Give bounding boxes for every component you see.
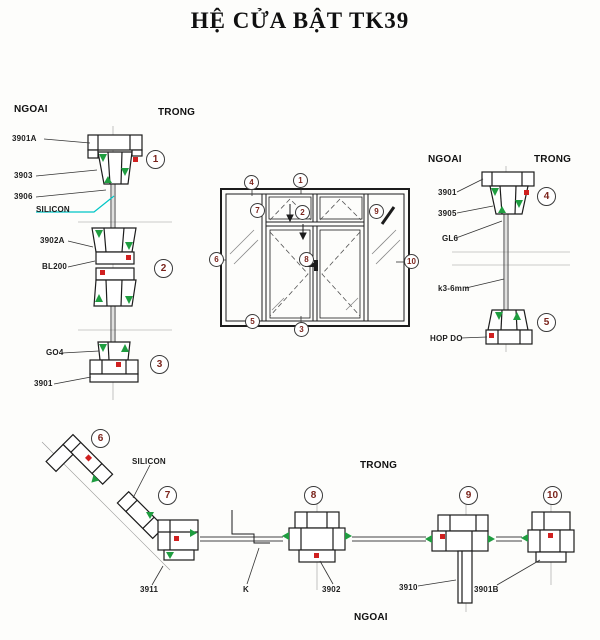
callout-K: K bbox=[243, 585, 249, 594]
label-outside-right: NGOAI bbox=[428, 154, 462, 165]
detail-9-section bbox=[431, 514, 489, 604]
detail-5-gaskets bbox=[495, 312, 521, 320]
callout-BL200: BL200 bbox=[42, 262, 68, 271]
detail-6-marker bbox=[85, 454, 93, 462]
callout-3905: 3905 bbox=[438, 209, 457, 218]
elev-ref-2: 2 bbox=[295, 205, 310, 220]
detail-ref-9: 9 bbox=[459, 486, 478, 505]
detail-ref-8: 8 bbox=[304, 486, 323, 505]
callout-GO4: GO4 bbox=[46, 348, 64, 357]
detail-9-gaskets bbox=[425, 535, 495, 543]
detail-10-section bbox=[527, 511, 575, 563]
callout-GL6: GL6 bbox=[442, 234, 459, 243]
glass-lines bbox=[110, 184, 522, 542]
detail-7-section bbox=[116, 490, 199, 561]
detail-9-marker bbox=[440, 534, 445, 539]
drawing-title: HỆ CỬA BẬT TK39 bbox=[190, 8, 410, 33]
callout-hop-do: HOP DO bbox=[430, 334, 463, 343]
detail-ref-7: 7 bbox=[158, 486, 177, 505]
detail-2-gaskets bbox=[95, 230, 133, 304]
callout-3901B: 3901B bbox=[474, 585, 499, 594]
elevation-arrows bbox=[286, 204, 396, 241]
detail-4-marker bbox=[524, 190, 529, 195]
detail-ref-3: 3 bbox=[150, 355, 169, 374]
elev-ref-5: 5 bbox=[245, 314, 260, 329]
elev-ref-6: 6 bbox=[209, 252, 224, 267]
detail-ref-4: 4 bbox=[537, 187, 556, 206]
elev-ref-8: 8 bbox=[299, 252, 314, 267]
detail-ref-6: 6 bbox=[91, 429, 110, 448]
callout-3911: 3911 bbox=[140, 585, 159, 594]
elev-ref-9: 9 bbox=[369, 204, 384, 219]
label-outside-bottom: NGOAI bbox=[354, 612, 388, 623]
callout-3906: 3906 bbox=[14, 192, 33, 201]
detail-6-gasket bbox=[91, 474, 100, 483]
detail-1-section bbox=[87, 134, 143, 185]
detail-8-gaskets bbox=[282, 532, 352, 540]
detail-ref-5: 5 bbox=[537, 313, 556, 332]
detail-3-marker bbox=[116, 362, 121, 367]
callout-3901A: 3901A bbox=[12, 134, 37, 143]
label-inside-top: TRONG bbox=[158, 107, 196, 118]
detail-3-section bbox=[89, 341, 139, 383]
detail-10-gasket bbox=[521, 534, 528, 542]
detail-8-marker bbox=[314, 553, 319, 558]
callout-silicon-bottom: SILICON bbox=[132, 457, 166, 466]
detail-1-gaskets bbox=[99, 154, 129, 183]
elev-ref-1: 1 bbox=[293, 173, 308, 188]
glazing-clip-k bbox=[231, 510, 270, 544]
glass-hatch bbox=[229, 229, 401, 311]
callout-3901-left: 3901 bbox=[34, 379, 53, 388]
detail-3-gaskets bbox=[99, 344, 129, 352]
label-inside-bottom: TRONG bbox=[360, 460, 398, 471]
detail-2-markers bbox=[100, 255, 131, 275]
label-outside-top: NGOAI bbox=[14, 104, 48, 115]
silicon-leader-cyan bbox=[36, 195, 115, 213]
callout-3902A: 3902A bbox=[40, 236, 65, 245]
callout-3901-right: 3901 bbox=[438, 188, 457, 197]
callout-3903: 3903 bbox=[14, 171, 33, 180]
callout-3902: 3902 bbox=[322, 585, 341, 594]
callout-glass-spec: k3-6mm bbox=[438, 284, 470, 293]
elev-ref-10: 10 bbox=[404, 254, 419, 269]
detail-10-marker bbox=[548, 533, 553, 538]
elev-ref-7: 7 bbox=[250, 203, 265, 218]
detail-ref-1: 1 bbox=[146, 150, 165, 169]
detail-4-gaskets bbox=[491, 188, 523, 213]
detail-2-section bbox=[91, 227, 137, 307]
leader-lines bbox=[35, 138, 541, 587]
detail-5-section bbox=[485, 309, 533, 345]
detail-5-marker bbox=[489, 333, 494, 338]
callout-3910: 3910 bbox=[399, 583, 418, 592]
elev-ref-4: 4 bbox=[244, 175, 259, 190]
detail-ref-10: 10 bbox=[543, 486, 562, 505]
detail-1-marker bbox=[133, 157, 138, 162]
elev-ref-3: 3 bbox=[294, 322, 309, 337]
callout-silicon-top: SILICON bbox=[36, 205, 70, 214]
label-inside-right: TRONG bbox=[534, 154, 572, 165]
detail-ref-2: 2 bbox=[154, 259, 173, 278]
